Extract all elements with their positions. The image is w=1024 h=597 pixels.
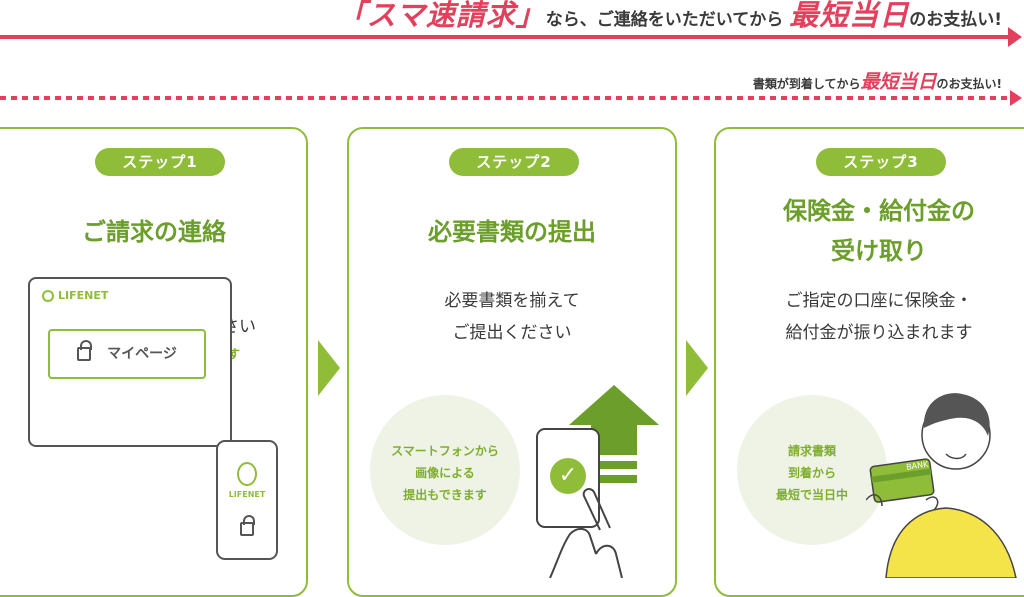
subline-suffix: のお支払い!	[936, 77, 1002, 91]
headline: 「スマ速請求」なら、ご連絡をいただいてから 最短当日のお支払い!	[0, 0, 1024, 40]
headline-emphasis: 最短当日	[789, 0, 910, 32]
bubble-2-line1: スマートフォンから	[391, 444, 499, 458]
lifenet-logo: LIFENET	[42, 289, 108, 302]
step-desc-2-line2: ご提出ください	[452, 323, 572, 343]
bubble-3-line1: 請求書類	[787, 444, 836, 458]
subline-text: 書類が到着してから最短当日のお支払い!	[753, 67, 1002, 94]
step-title-3-line2: 受け取り	[831, 237, 927, 265]
logo-mark-icon	[237, 462, 257, 486]
timeline-solid-arrowhead	[1008, 27, 1022, 47]
step-desc-3: ご指定の口座に保険金・ 給付金が振り込まれます	[716, 285, 1024, 349]
headline-middle: なら、ご連絡をいただいてから	[545, 10, 784, 30]
step-title-3-line1: 保険金・給付金の	[783, 197, 975, 225]
step-title-2: 必要書類の提出	[428, 218, 596, 246]
hand-icon	[549, 488, 623, 578]
timeline-dotted-arrowhead	[1010, 90, 1022, 106]
lock-icon	[240, 515, 255, 536]
bubble-3-line2: 到着から	[787, 466, 836, 480]
laptop-logo-text: LIFENET	[58, 289, 109, 302]
step-title-3: 保険金・給付金の 受け取り	[716, 191, 1024, 271]
step-bubble-2: スマートフォンから 画像による 提出もできます	[370, 395, 520, 545]
bank-card-label: BANK	[906, 460, 930, 472]
timeline-dotted-arrow	[0, 96, 1014, 100]
smartphone-icon: LIFENET	[216, 440, 278, 560]
check-icon: ✓	[550, 458, 586, 494]
laptop-icon: LIFENET マイページ	[28, 277, 232, 447]
subline-prefix: 書類が到着してから	[752, 77, 861, 91]
step-badge-3: ステップ3	[816, 148, 946, 176]
step-title-1: ご請求の連絡	[82, 218, 226, 246]
headline-text: 「スマ速請求」なら、ご連絡をいただいてから 最短当日のお支払い!	[337, 0, 1002, 30]
chevron-right-icon	[686, 340, 708, 396]
step-desc-2: 必要書類を揃えて ご提出ください	[349, 285, 675, 349]
person-illustration: BANK	[866, 393, 1017, 578]
headline-suffix: のお支払い!	[909, 10, 1002, 30]
timeline-solid-arrow	[0, 35, 1014, 39]
chevron-right-icon	[318, 340, 340, 396]
mypage-label: マイページ	[107, 346, 177, 362]
mypage-button[interactable]: マイページ	[48, 329, 206, 379]
step-bubble-3: 請求書類 到着から 最短で当日中	[737, 395, 887, 545]
lock-icon	[77, 340, 93, 361]
step-desc-2-line1: 必要書類を揃えて	[444, 291, 580, 311]
phone-logo: LIFENET	[218, 462, 276, 499]
bubble-2-line2: 画像による	[415, 466, 475, 480]
subline-emphasis: 最短当日	[860, 71, 937, 93]
step-desc-3-line1: ご指定の口座に保険金・	[785, 291, 973, 311]
smartphone-icon: ✓	[536, 428, 600, 528]
step-badge-1: ステップ1	[95, 148, 225, 176]
bubble-2-line3: 提出もできます	[403, 488, 487, 502]
phone-logo-text: LIFENET	[228, 490, 266, 499]
bubble-3-line3: 最短で当日中	[775, 488, 848, 502]
step-badge-2: ステップ2	[449, 148, 579, 176]
step-desc-3-line2: 給付金が振り込まれます	[785, 323, 973, 343]
headline-service-name: 「スマ速請求」	[336, 0, 546, 32]
